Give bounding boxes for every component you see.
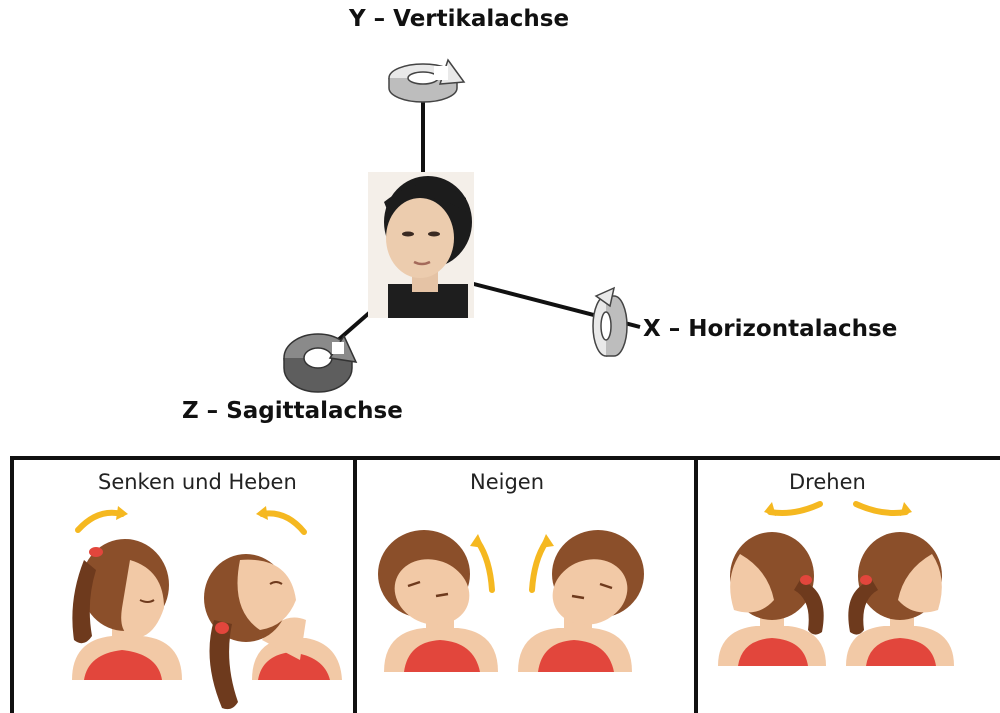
motion-arrow-icon [770, 504, 820, 513]
motion-arrow-icon [856, 504, 906, 513]
motion-arrow-icon [78, 513, 122, 530]
panel-neigen [378, 530, 644, 672]
cartoon-head-icon [718, 532, 826, 666]
panel-drehen [718, 502, 954, 666]
cartoon-head-icon [518, 530, 644, 672]
motion-arrow-icon [478, 542, 492, 590]
panel-title-senken-heben: Senken und Heben [98, 470, 297, 494]
motion-arrow-icon [262, 513, 304, 532]
panel-title-drehen: Drehen [789, 470, 866, 494]
cartoon-head-icon [204, 554, 342, 709]
cartoon-head-icon [72, 539, 182, 680]
cartoon-head-icon [846, 532, 954, 666]
panel-senken-heben [72, 506, 342, 709]
panel-title-neigen: Neigen [470, 470, 544, 494]
motion-arrow-icon [532, 542, 546, 590]
